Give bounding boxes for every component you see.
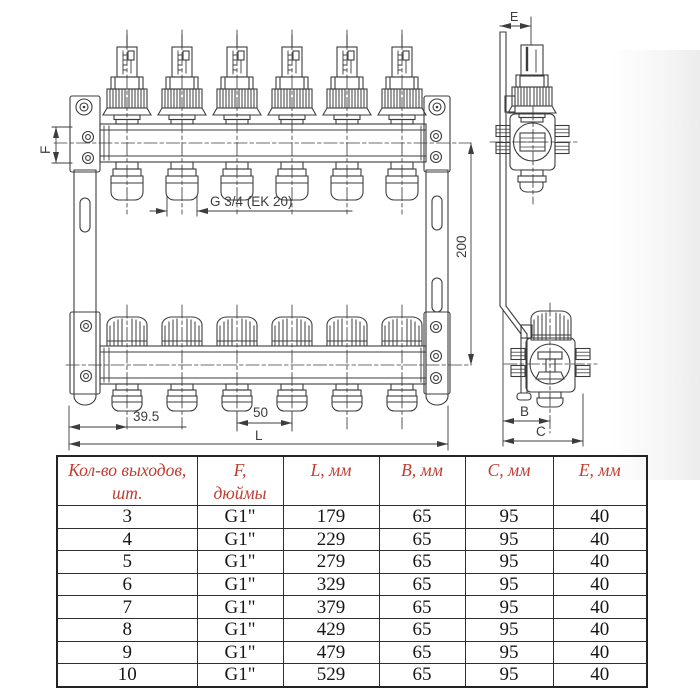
table-cell: 65 [378,527,466,552]
table-cell: 95 [464,617,554,642]
right-bracket [423,95,451,406]
table-cell: 40 [552,640,648,665]
table-cell: 279 [282,550,380,574]
dim-label-outlet-pitch: 50 [253,405,268,420]
table-cell: 229 [282,527,380,552]
table-cell: 529 [282,663,380,688]
table-cell: 379 [282,595,380,619]
column-header-outputs: Кол-во выходов, шт. [56,455,198,506]
table-cell: 40 [552,617,648,642]
header-line: L, мм [310,460,352,480]
dim-label-outlet-thread: G 3/4 (EK 20) [210,194,293,209]
table-cell: G1" [196,550,284,574]
table-cell: 5 [56,550,198,574]
centerlines [53,29,598,434]
table-cell: G1" [196,617,284,642]
table-cell: 9 [56,640,198,665]
dim-label-c: C [536,424,546,439]
table-cell: 95 [464,505,554,529]
table-cell: 429 [282,617,380,642]
left-bracket [69,95,101,406]
column-header-e: E, мм [552,455,648,506]
table-cell: 40 [552,550,648,574]
dim-label-center-distance: 200 [454,235,469,258]
table-cell: G1" [196,663,284,688]
front-view [69,35,451,412]
table-cell: G1" [196,527,284,552]
column-header-b: B, мм [378,455,466,506]
side-lower-assembly [510,310,591,408]
dim-label-b: B [520,404,529,419]
table-cell: 40 [552,595,648,619]
header-line: C, мм [487,460,531,480]
table-cell: G1" [196,595,284,619]
table-cell: 8 [56,617,198,642]
header-line: E, мм [578,460,621,480]
table-cell: 95 [464,550,554,574]
table-cell: 479 [282,640,380,665]
table-cell: 95 [464,640,554,665]
table-cell: 95 [464,572,554,597]
dimensions: F G 3/4 (EK 20) 200 39.5 50 [38,10,584,451]
technical-drawing: F G 3/4 (EK 20) 200 39.5 50 [38,10,598,451]
table-cell: 7 [56,595,198,619]
table-cell: 40 [552,505,648,529]
table-cell: 65 [378,617,466,642]
table-cell: 65 [378,550,466,574]
table-cell: 4 [56,527,198,552]
table-cell: 95 [464,663,554,688]
header-line: шт. [112,482,143,503]
spec-table: Кол-во выходов, шт. F, дюймы L, мм B, мм… [56,455,648,688]
header-line: F, [233,460,247,480]
table-cell: 40 [552,572,648,597]
table-cell: 95 [464,595,554,619]
dim-label-e: E [510,10,518,24]
header-row: Кол-во выходов, шт. F, дюймы L, мм B, мм… [56,455,648,506]
table-cell: G1" [196,640,284,665]
side-bracket [499,31,532,401]
header-line: B, мм [401,460,443,480]
side-upper-assembly [495,44,570,193]
table-cell: 40 [552,527,648,552]
table-cell: 65 [378,663,466,688]
table-cell: 95 [464,527,554,552]
dim-label-f: F [38,146,53,154]
table-cell: 65 [378,640,466,665]
dim-label-edge-offset: 39.5 [133,409,159,424]
header-line: дюймы [213,482,267,503]
table-cell: 179 [282,505,380,529]
table-cell: 65 [378,572,466,597]
table-cell: 65 [378,505,466,529]
table-cell: 6 [56,572,198,597]
header-line: Кол-во выходов, [68,460,187,480]
column-header-f: F, дюймы [196,455,284,506]
table-cell: 3 [56,505,198,529]
table-cell: 329 [282,572,380,597]
table-cell: 10 [56,663,198,688]
side-view [495,31,591,408]
table-cell: G1" [196,505,284,529]
column-header-l: L, мм [282,455,380,506]
table-cell: 65 [378,595,466,619]
table-cell: G1" [196,572,284,597]
table-cell: 40 [552,663,648,688]
column-header-c: C, мм [464,455,554,506]
dim-label-l: L [255,428,263,443]
